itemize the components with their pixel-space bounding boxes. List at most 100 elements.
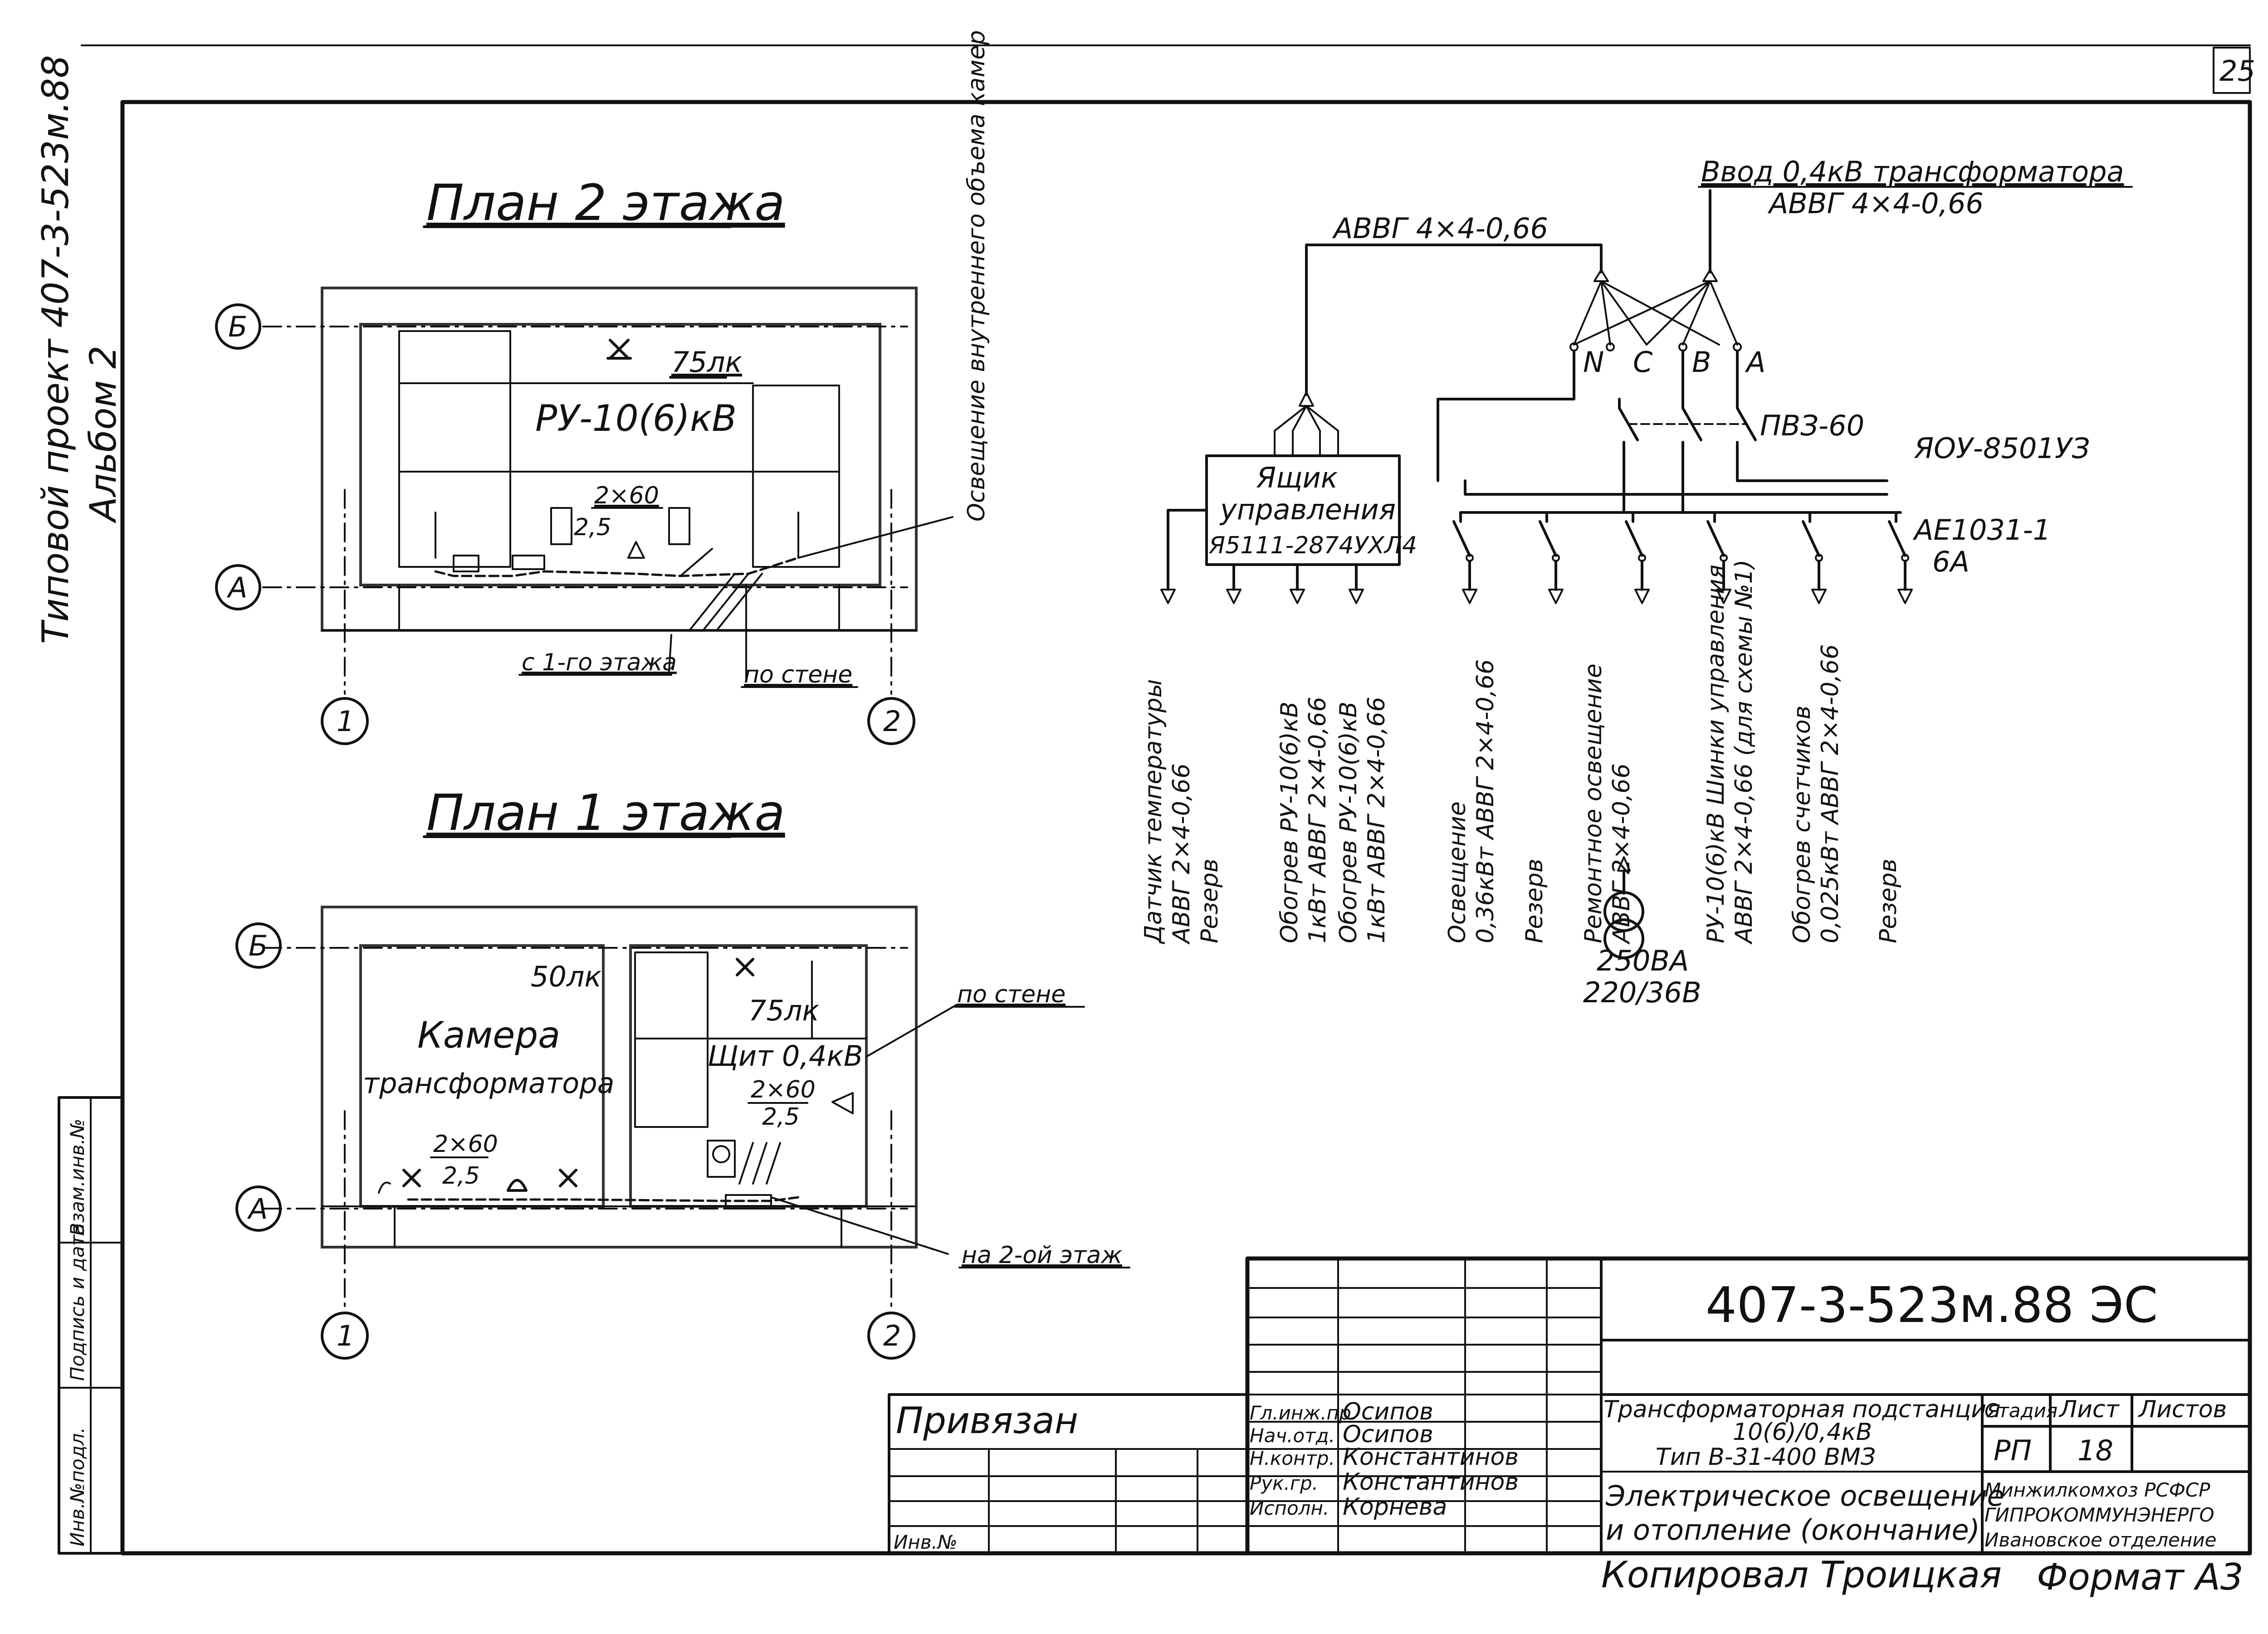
plan2-axis-b-marker [215,303,261,350]
feeder-4-line1: Освещение [1444,801,1471,943]
feeder-1-line1: Датчик температуры [1140,679,1167,944]
feeder-2-line2: 1кВт АВВГ 2×4-0,66 [1304,697,1331,943]
stamp-inv-podl: Инв.№подл. [66,1427,88,1546]
plan1-panel-lamp-height: 2,5 [762,1103,800,1131]
designer-name: Корнева [1343,1493,1447,1521]
designer-name: Константинов [1343,1468,1519,1496]
control-output-arrow-icon [1160,589,1176,604]
plan2-wiring [434,556,800,577]
plan1-wiring [407,1196,800,1202]
control-output-arrow-icon [1349,589,1364,604]
plan2-room-label: РУ-10(6)кВ [535,397,737,439]
feeder-6-line1: Ремонтное освещение [1580,663,1607,943]
plan1-axis-2-marker [867,1312,915,1360]
schematic-input-label: Ввод 0,4кВ трансформатора [1701,155,2124,188]
plan1-axis-1-marker [321,1312,369,1360]
page-number-box [2213,47,2251,94]
feeder-1-line3: Резерв [1196,858,1223,943]
plan1-axis-a: А [247,1192,268,1225]
schematic-phase-a: А [1745,346,1765,379]
feeder-9-line1: Резерв [1875,858,1902,943]
plan1-axis-b-marker [235,922,282,969]
breaker-icon [1625,511,1650,604]
inv-label: Инв.№ [894,1531,958,1553]
bound-label: Привязан [896,1400,1078,1442]
footer-format: Формат А3 [2037,1556,2244,1598]
sheet-value: 18 [2077,1434,2113,1467]
feeder-8-line2: 0,025кВт АВВГ 2×4-0,66 [1817,644,1844,943]
breaker-icon [1452,511,1477,604]
title-block [888,1256,2252,1556]
plan1-note-to-floor2: на 2-ой этаж [962,1242,1122,1269]
plan1-chamber-lamp-height: 2,5 [442,1162,480,1190]
feeder-4-line2: 0,36кВт АВВГ 2×4-0,66 [1472,659,1499,943]
org-line3: Ивановское отделение [1984,1529,2217,1551]
plan1-chamber-lux: 50лк [531,960,602,993]
stage-label: Стадия [1984,1400,2058,1422]
feeder-3-line1: Обогрев РУ-10(6)кВ [1335,702,1362,943]
plan2-axis-2: 2 [883,705,901,738]
plan1-building [321,906,918,1249]
plan2-axis-a: А [226,571,247,604]
schematic-phase-b: В [1692,346,1711,379]
schematic-panel-type: ЯОУ-8501УЗ [1914,432,2090,465]
title-code: 407-3-523м.88 ЭС [1706,1277,2158,1334]
stage-value: РП [1994,1434,2032,1467]
repair-transformer-voltage: 220/36В [1583,976,1701,1009]
schematic-phase-c: С [1633,346,1653,379]
role-label: Нач.отд. [1250,1424,1335,1447]
plan2-lamp-power: 2×60 [594,482,659,509]
plan2-fixtures [435,507,799,572]
plan2-note-on-wall: по стене [744,661,852,688]
plan1-panel-lamp-icon [736,958,754,976]
feeder-6-line2: АВВГ 2×4-0,66 [1608,763,1635,945]
role-label: Гл.инж.пр. [1250,1402,1357,1424]
plan2-lux: 75лк [671,346,743,379]
role-label: Рук.гр. [1250,1472,1318,1494]
project-line2: 10(6)/0,4кВ [1733,1419,1872,1446]
plan2-title: План 2 этажа [426,174,785,232]
feeder-7-line2: АВВГ 2×4-0,66 (для схемы №1) [1730,560,1758,945]
plan1-axis-2: 2 [883,1319,901,1352]
page-number: 25 [2219,54,2255,88]
control-box-line2: управления [1219,493,1396,526]
plan2-lamp-height: 2,5 [574,514,611,541]
role-label: Н.контр. [1250,1447,1335,1469]
control-box-line3: Я5111-2874УХЛ4 [1208,532,1417,559]
schematic-busbar-n [1464,479,1888,496]
control-output-arrow-icon [1226,589,1242,604]
schematic-main-switch [1618,407,1757,482]
plan1-chamber-fixtures [378,1169,577,1194]
org-line1: Минжилкомхоз РСФСР [1984,1479,2210,1501]
plan1-note-on-wall: по стене [957,981,1066,1008]
plan1-chamber-label-2: трансформатора [363,1067,615,1100]
schematic-phase-n: N [1583,346,1604,379]
schematic-left-cable: АВВГ 4×4-0,66 [1332,212,1548,245]
side-title-line2: Альбом 2 [82,346,124,524]
schematic-breaker-type: АЕ1031-1 [1912,513,2051,546]
project-line3: Тип В-31-400 ВМЗ [1656,1444,1876,1471]
repair-transformer-rating: 250ВА [1597,944,1689,977]
plan1-panel-label: Щит 0,4кВ [708,1039,863,1073]
breaker-icon [1539,511,1564,604]
stamp-sign-date: Подпись и дата [66,1223,88,1381]
project-line1: Трансформаторная подстанция [1603,1396,2000,1423]
repair-transformer-icon [1603,856,1644,959]
schematic-input-wiring [1305,189,1742,482]
feeder-3-line2: 1кВт АВВГ 2×4-0,66 [1363,697,1390,943]
schematic-breaker-current: 6А [1932,545,1970,578]
plan2-ceiling-lamp-icon [606,339,632,360]
feeder-1-line2: АВВГ 2×4-0,66 [1168,763,1195,945]
plan1-axis-a-marker [235,1185,282,1232]
designer-name: Осипов [1343,1421,1433,1448]
control-box-line1: Ящик [1256,461,1338,494]
sheet-title-2: и отопление (окончание) [1606,1513,1980,1546]
org-line2: ГИПРОКОММУНЭНЕРГО [1984,1504,2214,1526]
side-title-line1: Типовой проект 407-3-523м.88 [34,55,77,644]
designer-name: Осипов [1343,1398,1433,1425]
footer-copied: Копировал Троицкая [1601,1554,2002,1596]
control-box-outputs [1160,589,1364,604]
sheet-label: Лист [2058,1396,2120,1423]
role-label: Исполн. [1250,1497,1329,1519]
control-output-arrow-icon [1290,589,1305,604]
